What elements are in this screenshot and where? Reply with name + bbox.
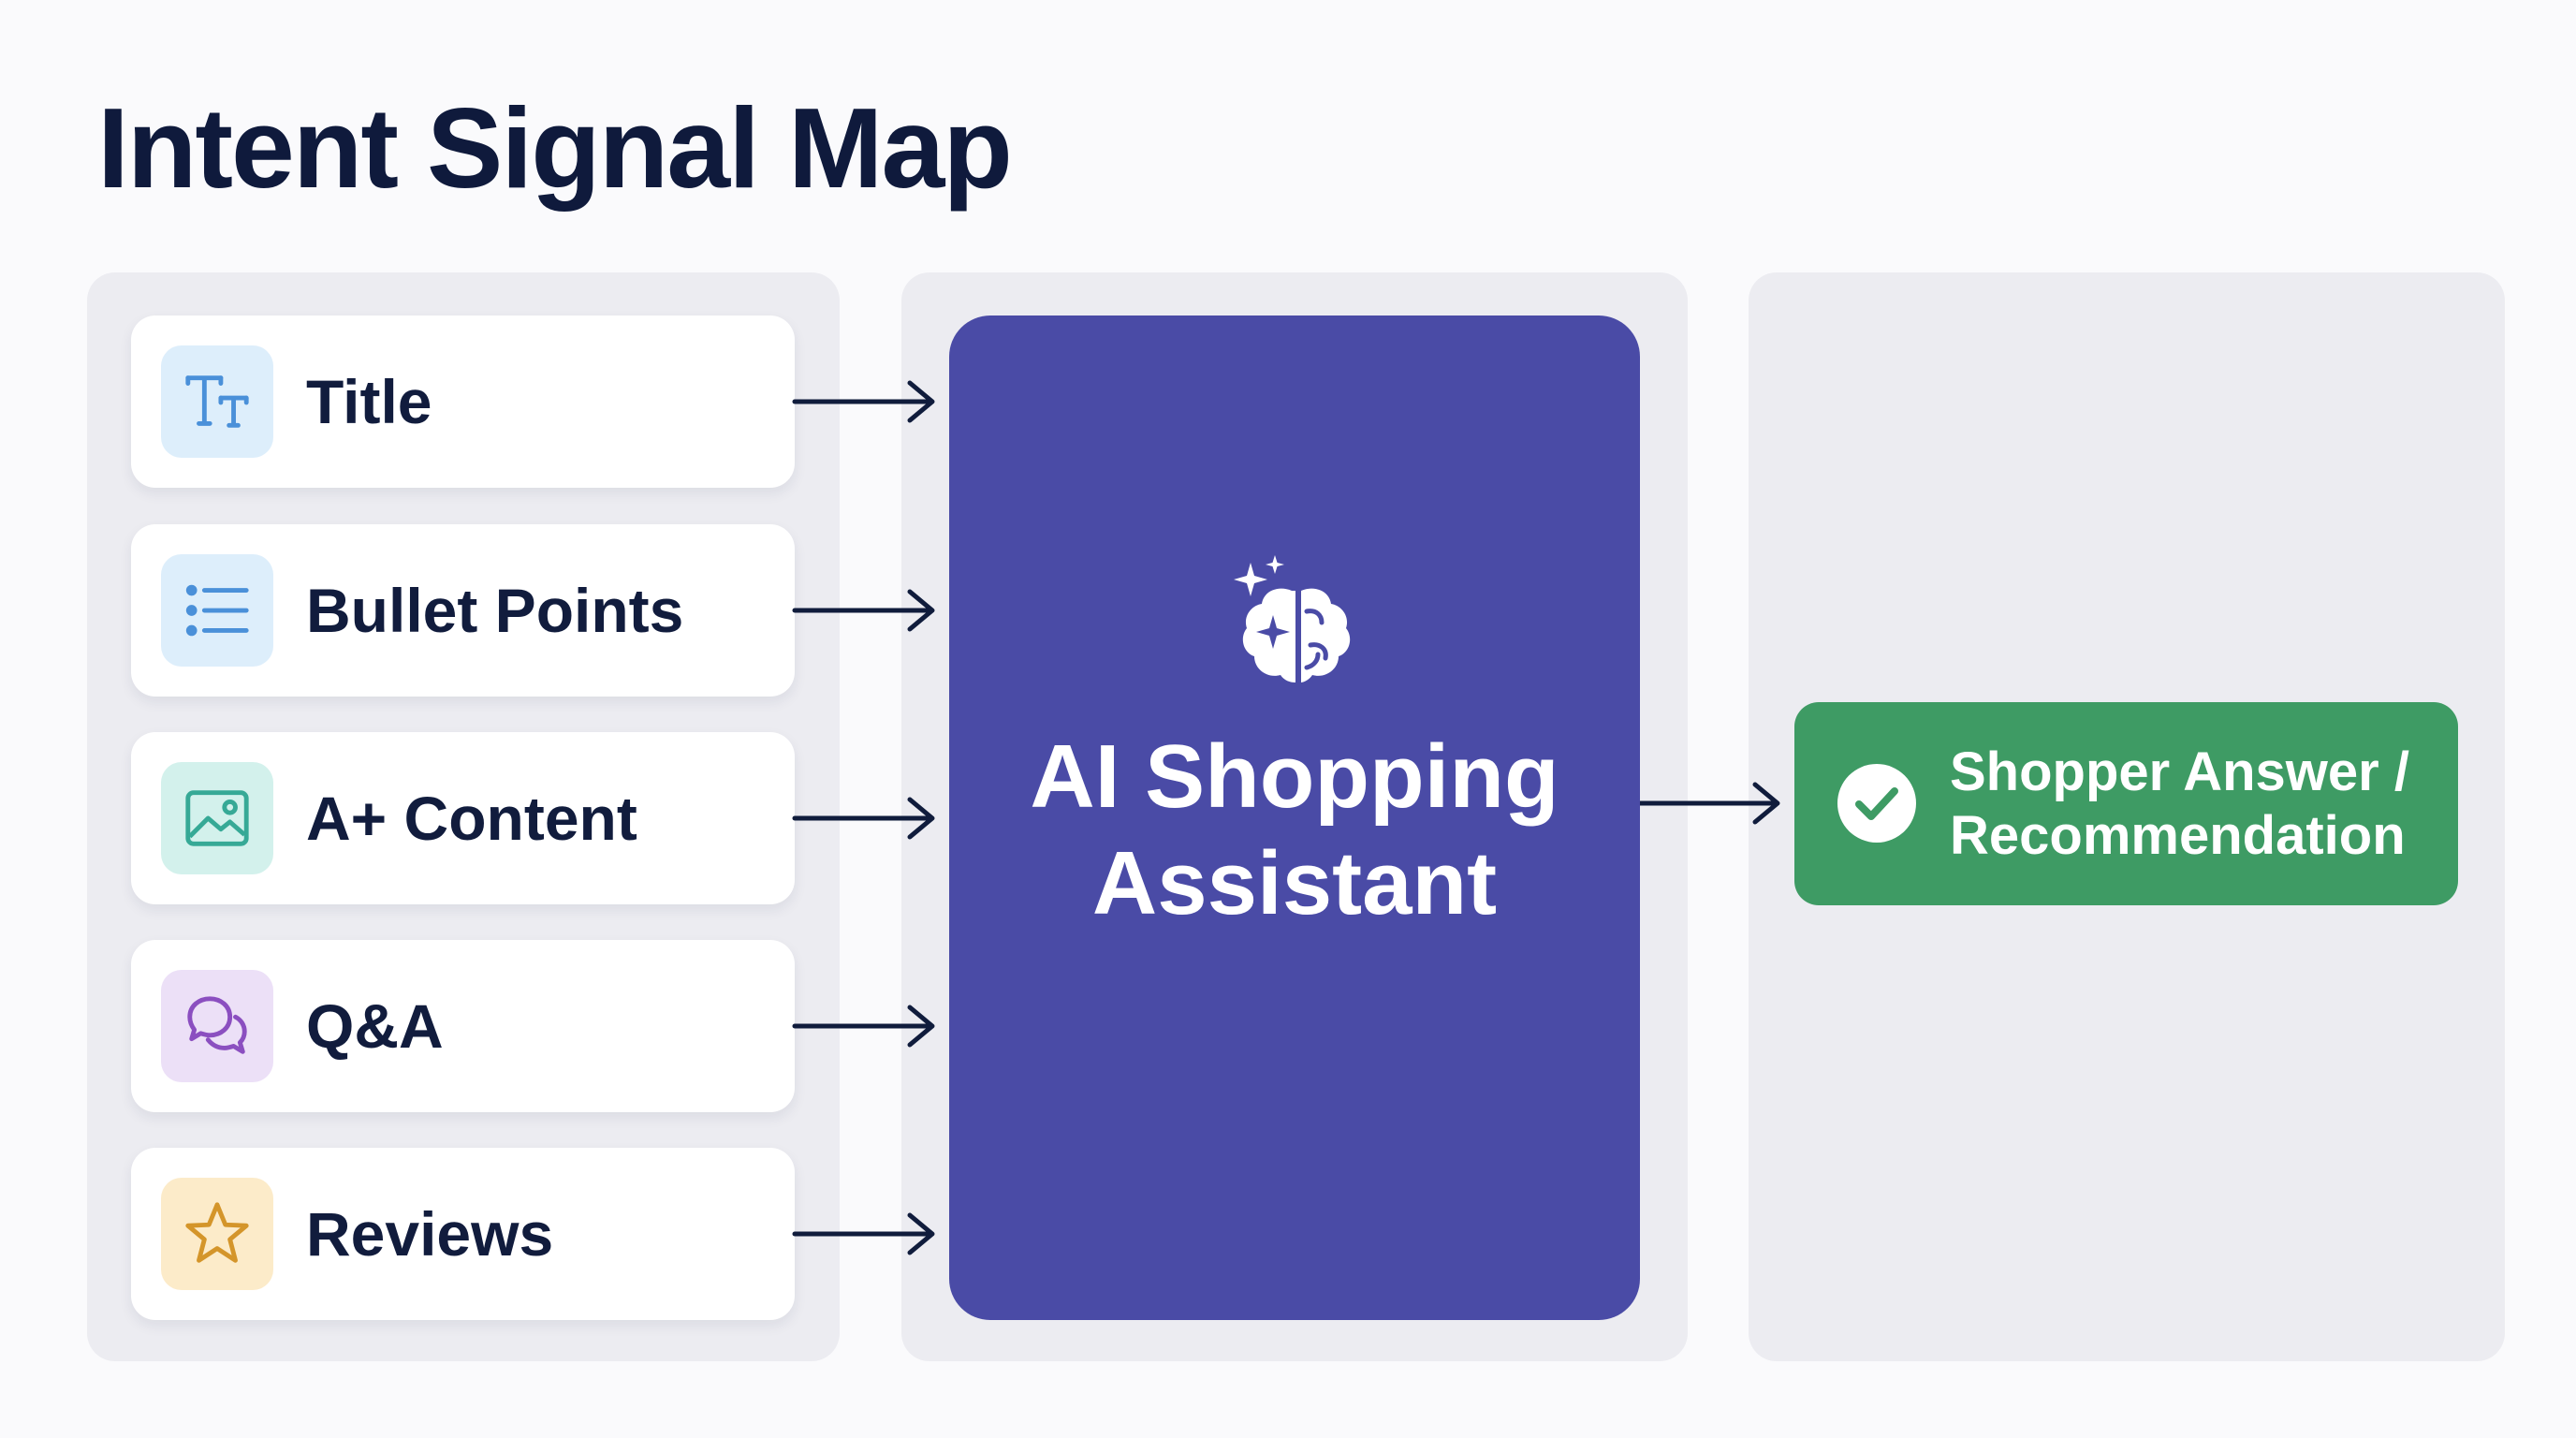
signal-label: A+ Content	[306, 784, 637, 853]
bullet-list-icon	[161, 554, 273, 667]
arrow-title-to-assistant	[792, 380, 935, 423]
signal-card-bullet-points: Bullet Points	[131, 524, 795, 697]
signal-label: Bullet Points	[306, 576, 684, 645]
chat-bubbles-icon	[161, 970, 273, 1082]
check-circle-icon	[1837, 764, 1916, 843]
star-icon	[161, 1178, 273, 1290]
shopper-answer-label: Shopper Answer / Recommendation	[1950, 741, 2409, 866]
title-text-icon	[161, 345, 273, 458]
arrow-qa-to-assistant	[792, 1005, 935, 1048]
arrow-reviews-to-assistant	[792, 1212, 935, 1255]
image-icon	[161, 762, 273, 874]
page-title: Intent Signal Map	[97, 84, 1013, 212]
signal-card-reviews: Reviews	[131, 1148, 795, 1320]
ai-assistant-card: AI Shopping Assistant	[949, 315, 1640, 1320]
signal-label: Q&A	[306, 991, 444, 1061]
ai-assistant-label: AI Shopping Assistant	[1030, 726, 1559, 933]
shopper-answer-card: Shopper Answer / Recommendation	[1794, 702, 2458, 905]
signal-card-title: Title	[131, 315, 795, 488]
signal-label: Title	[306, 367, 432, 436]
arrow-content-to-assistant	[792, 797, 935, 840]
signal-card-qa: Q&A	[131, 940, 795, 1112]
signal-card-a-plus-content: A+ Content	[131, 732, 795, 904]
brain-sparkle-icon	[1234, 555, 1351, 684]
signal-label: Reviews	[306, 1199, 554, 1269]
arrow-bullets-to-assistant	[792, 589, 935, 632]
arrow-assistant-to-output	[1637, 782, 1780, 825]
